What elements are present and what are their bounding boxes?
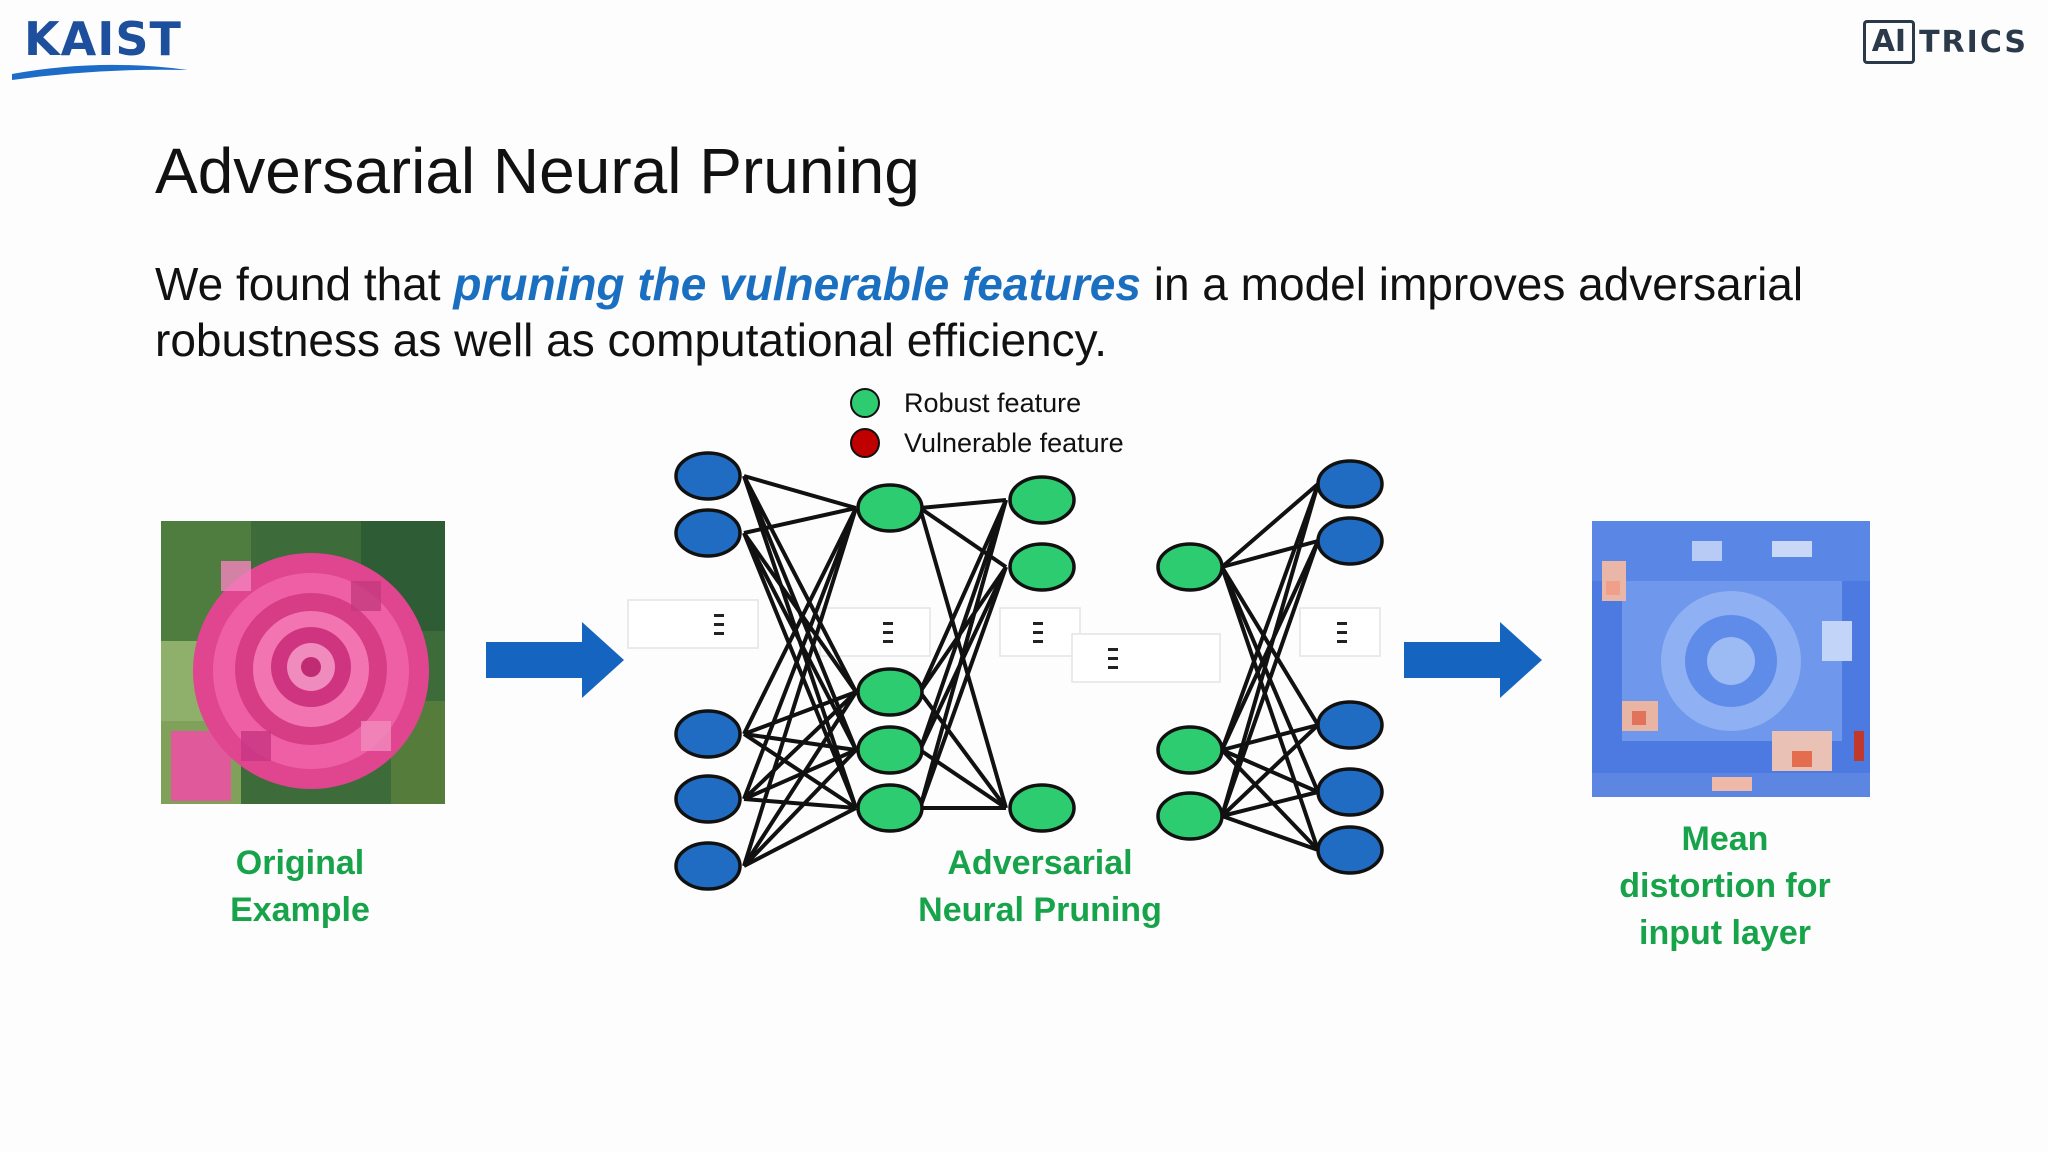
vulnerable-dot-icon	[850, 428, 880, 458]
caption-mean-distortion: Mean distortion for input layer	[1580, 816, 1870, 957]
legend-robust-label: Robust feature	[904, 387, 1082, 418]
neuron-robust	[856, 725, 924, 775]
vertical-ellipsis-icon	[1337, 622, 1347, 643]
legend: Robust feature Vulnerable feature	[850, 383, 1124, 463]
caption-right-line3: input layer	[1639, 914, 1811, 952]
robust-dot-icon	[850, 388, 880, 418]
kaist-logo-text: KAIST	[24, 12, 182, 66]
layer-5-neurons	[1316, 459, 1384, 875]
body-highlight: pruning the vulnerable features	[453, 258, 1141, 310]
vertical-ellipsis-icon	[1108, 648, 1118, 669]
neuron-blue	[674, 774, 742, 824]
caption-center-line1: Adversarial	[947, 844, 1133, 882]
caption-original-example: Original Example	[200, 840, 400, 934]
caption-left-line1: Original	[235, 844, 365, 882]
neuron-robust	[856, 483, 924, 533]
neuron-blue	[1316, 516, 1384, 566]
mean-distortion-map	[1592, 521, 1870, 797]
neuron-blue	[674, 451, 742, 501]
vertical-ellipsis-icon	[714, 614, 724, 635]
aitrics-logo-text: TRICS	[1919, 24, 2028, 60]
layer-panel	[627, 599, 759, 649]
layer-panel	[819, 607, 931, 657]
neuron-blue	[674, 841, 742, 891]
slide-title: Adversarial Neural Pruning	[155, 135, 920, 207]
neuron-robust	[1008, 542, 1076, 592]
caption-right-line1: Mean	[1681, 820, 1769, 858]
legend-robust: Robust feature	[850, 383, 1124, 423]
neuron-blue	[674, 709, 742, 759]
edges-layer2-layer3	[918, 498, 1008, 810]
neuron-blue	[1316, 825, 1384, 875]
neuron-robust	[1156, 725, 1224, 775]
edges-layer1-layer2	[742, 474, 858, 868]
kaist-swoosh-icon	[12, 64, 188, 80]
neuron-robust	[1008, 783, 1076, 833]
aitrics-logo: AI TRICS	[1862, 20, 2028, 64]
vertical-ellipsis-icon	[883, 622, 893, 643]
layer-panel	[1071, 633, 1221, 683]
caption-adversarial-pruning: Adversarial Neural Pruning	[880, 840, 1200, 934]
aitrics-logo-box: AI	[1862, 20, 1916, 64]
neuron-robust	[1156, 542, 1224, 592]
neuron-blue	[1316, 459, 1384, 509]
neuron-blue	[674, 508, 742, 558]
kaist-logo: KAIST	[10, 12, 190, 80]
arrow-right-icon	[1404, 622, 1542, 698]
legend-vulnerable: Vulnerable feature	[850, 423, 1124, 463]
neuron-blue	[1316, 700, 1384, 750]
layer-4-neurons	[1156, 542, 1224, 841]
vertical-ellipsis-icon	[1033, 622, 1043, 643]
layer-3-neurons	[1008, 475, 1076, 833]
neuron-robust	[856, 667, 924, 717]
caption-right-line2: distortion for	[1619, 867, 1831, 905]
vertical-ellipsis-icons	[714, 614, 1347, 669]
neuron-robust	[1008, 475, 1076, 525]
body-suffix: in a model improves adversarial robustne…	[155, 258, 1804, 366]
body-prefix: We found that	[155, 258, 454, 310]
neuron-robust	[1156, 791, 1224, 841]
caption-left-line2: Example	[230, 891, 370, 929]
layer-1-neurons	[674, 451, 742, 891]
slide-body: We found that pruning the vulnerable fea…	[155, 256, 1955, 368]
edges-layer4-layer5	[1220, 482, 1320, 852]
caption-center-line2: Neural Pruning	[918, 891, 1162, 929]
neuron-robust	[856, 783, 924, 833]
layer-2-neurons	[856, 483, 924, 833]
original-example-image	[161, 521, 445, 804]
legend-vulnerable-label: Vulnerable feature	[904, 427, 1124, 458]
arrow-right-icon	[486, 622, 624, 698]
neuron-blue	[1316, 767, 1384, 817]
